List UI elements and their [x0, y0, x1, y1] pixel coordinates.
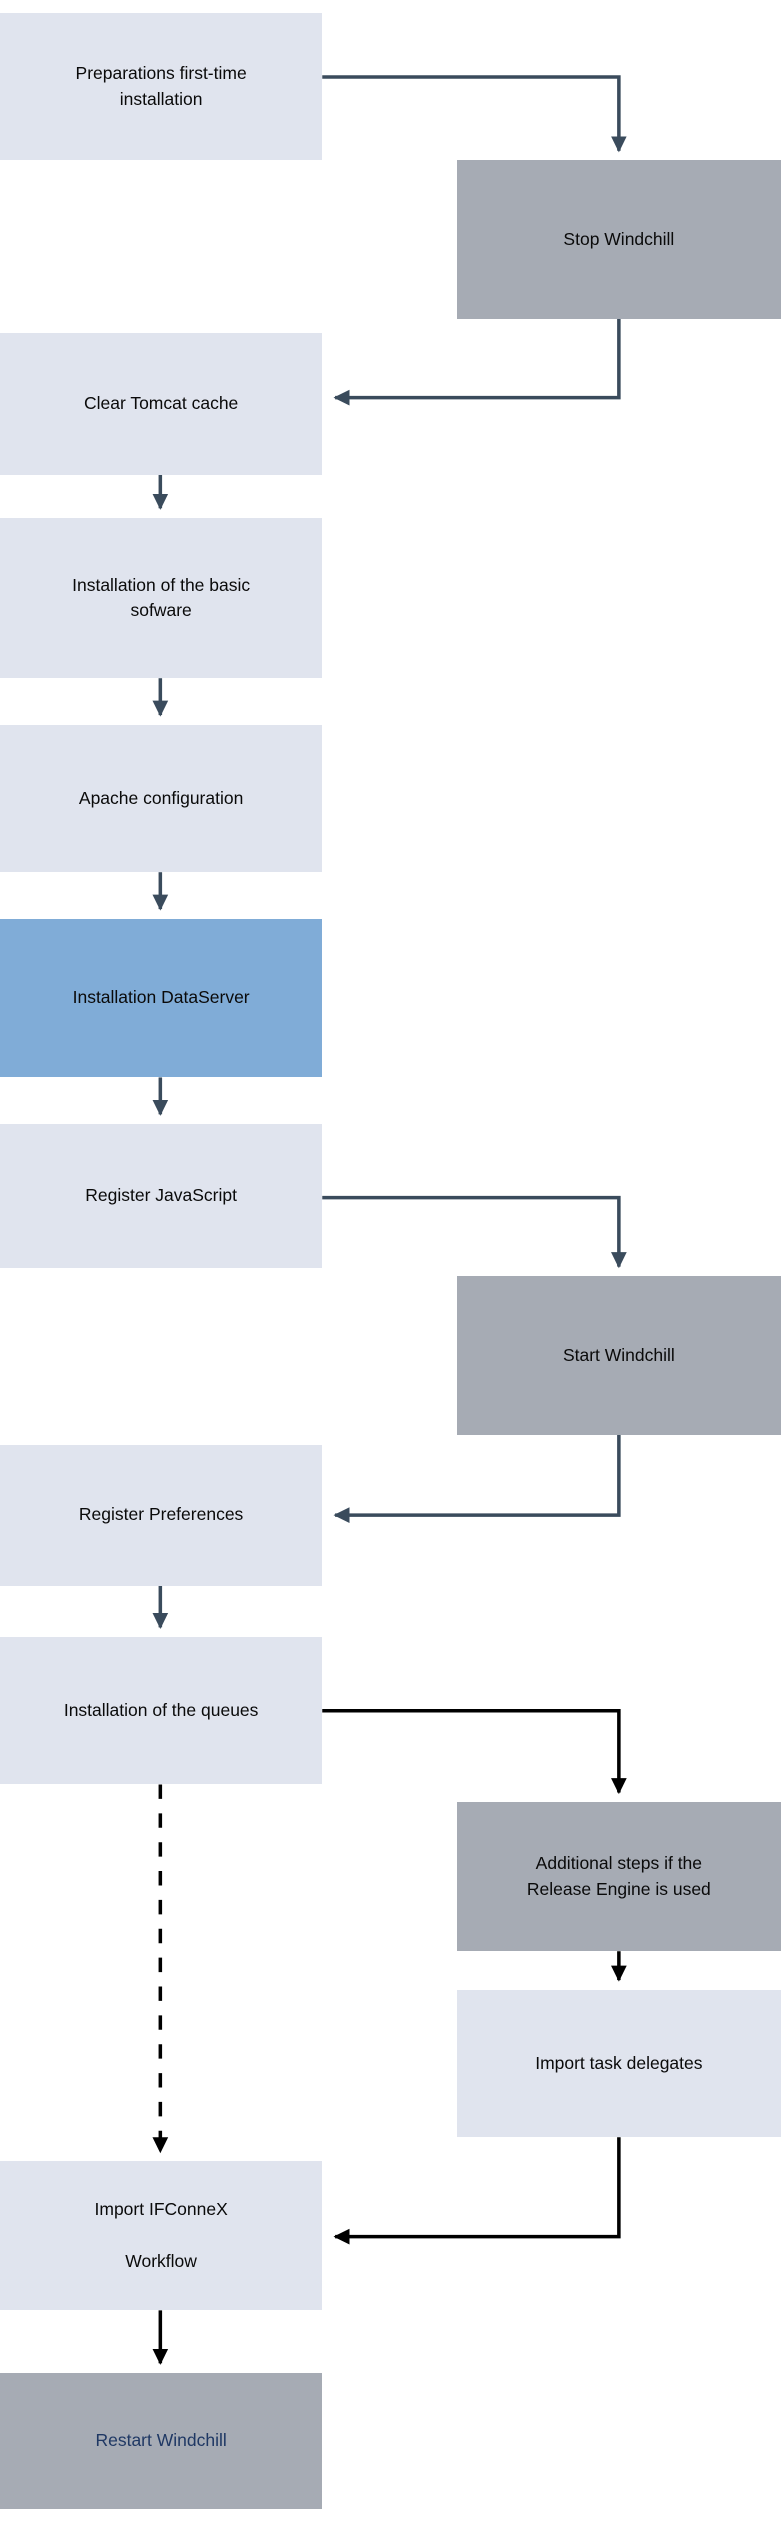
node-label-second-line: Workflow — [125, 2250, 197, 2271]
node-label: Installation DataServer — [72, 987, 250, 1008]
edge-prep-to-stop-windchill — [322, 75, 627, 153]
node-register-javascript[interactable]: Register JavaScript — [0, 1123, 323, 1269]
node-restart-windchill[interactable]: Restart Windchill — [0, 2372, 323, 2510]
node-label: Stop Windchill — [563, 229, 675, 249]
node-label: Additional steps if the Release Engine i… — [526, 1853, 711, 1899]
node-clear-tomcat-cache[interactable]: Clear Tomcat cache — [0, 333, 323, 475]
node-label: Apache configuration — [78, 787, 244, 808]
edge-start-windchill-to-register-preferences — [333, 1434, 621, 1523]
node-label: Clear Tomcat cache — [83, 393, 239, 414]
node-label: Installation of the queues — [63, 1700, 259, 1721]
node-label: Import IFConneX — [94, 2199, 228, 2220]
node-additional-steps-if-the-release-engine-is-used[interactable]: Additional steps if the Release Engine i… — [456, 1802, 781, 1952]
node-label: Installation of the basic sofware — [72, 574, 251, 621]
node-label: Register Preferences — [78, 1504, 244, 1525]
node-start-windchill[interactable]: Start Windchill — [456, 1276, 781, 1435]
edge-stop-windchill-to-clear-tomcat-cache — [333, 319, 621, 406]
node-register-preferences[interactable]: Register Preferences — [0, 1444, 323, 1586]
node-preparations-first-time-installation[interactable]: Preparations first-time installation — [0, 12, 323, 161]
node-import-ifconnex-workflow[interactable]: Import IFConneX Workflow — [0, 2161, 323, 2311]
node-installation-of-the-queues[interactable]: Installation of the queues — [0, 1636, 323, 1785]
node-label: Start Windchill — [562, 1344, 675, 1365]
edge-import-task-delegates-to-import-ifconnex-workflow — [333, 2137, 621, 2245]
node-label: Register JavaScript — [85, 1185, 237, 1206]
node-installation-of-the-basic-sofware[interactable]: Installation of the basic sofware — [0, 517, 323, 679]
node-apache-configuration[interactable]: Apache configuration — [0, 724, 323, 873]
node-label: Restart Windchill — [95, 2430, 227, 2451]
node-stop-windchill[interactable]: Stop Windchill — [456, 160, 781, 320]
node-label: Import task delegates — [535, 2052, 703, 2073]
node-installation-dataserver[interactable]: Installation DataServer — [0, 918, 323, 1078]
node-label: Preparations first-time installation — [75, 63, 247, 109]
edge-install-queues-to-additional-steps — [322, 1708, 627, 1795]
edge-register-javascript-to-start-windchill — [322, 1195, 627, 1269]
node-import-task-delegates[interactable]: Import task delegates — [456, 1989, 781, 2138]
